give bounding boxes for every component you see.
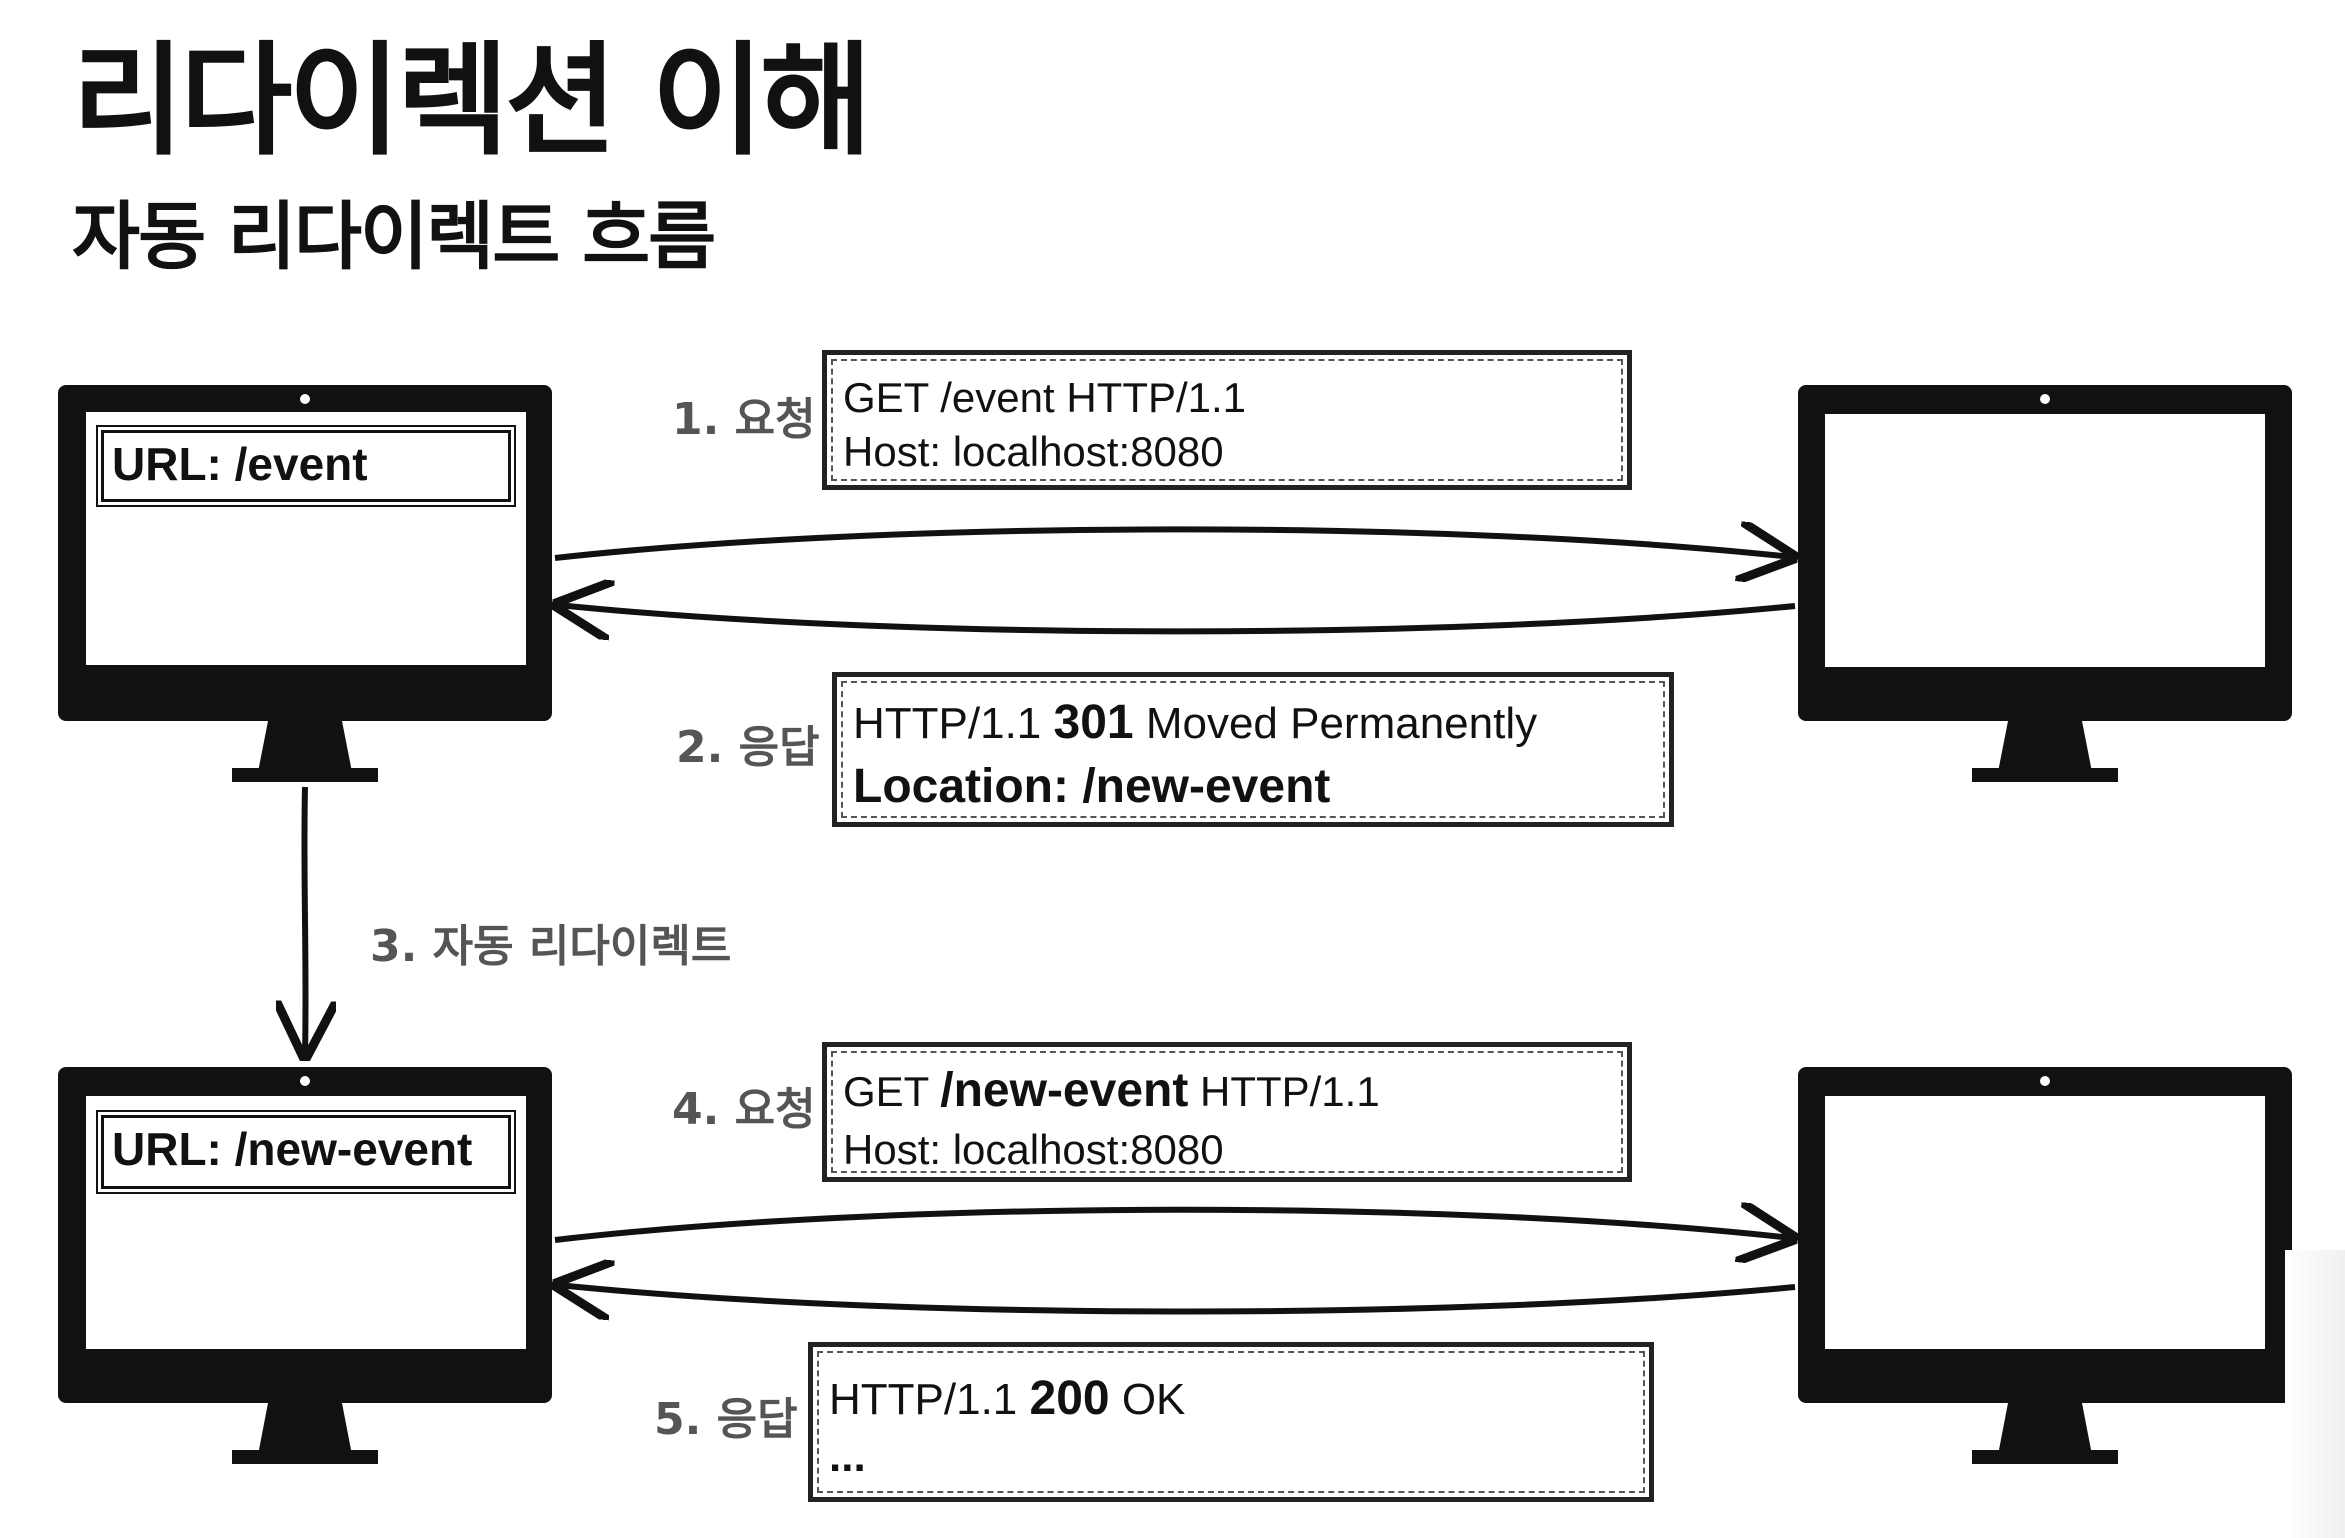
status-line: HTTP/1.1 301 Moved Permanently: [853, 699, 1537, 747]
step-1-label: 1. 요청: [672, 394, 816, 445]
step-2-label: 2. 응답: [676, 722, 820, 773]
status-line: HTTP/1.1 200 OK: [829, 1375, 1185, 1423]
status-code: 301: [1053, 696, 1134, 749]
request-line: GET /new-event HTTP/1.1: [843, 1067, 1380, 1115]
request-arrow-top: [554, 529, 1792, 558]
page-subtitle: 자동 리다이렉트 흐름: [72, 194, 716, 280]
url-display-bottom: URL: /new-event: [96, 1110, 516, 1194]
server-monitor-top: [1798, 385, 2292, 782]
status-text: OK: [1109, 1375, 1186, 1424]
status-prefix: HTTP/1.1: [853, 699, 1054, 748]
response-arrow-bottom: [558, 1285, 1796, 1312]
status-text: Moved Permanently: [1133, 699, 1538, 748]
host-header: Host: localhost:8080: [843, 1126, 1224, 1173]
status-code: 200: [1029, 1372, 1110, 1425]
protocol: HTTP/1.1: [1188, 1068, 1380, 1115]
ellipsis-body: ...: [829, 1432, 866, 1481]
response-message-1: HTTP/1.1 301 Moved Permanently Location:…: [832, 672, 1674, 827]
redirect-arrow: [304, 786, 305, 1055]
request-message-2: GET /new-event HTTP/1.1 Host: localhost:…: [822, 1042, 1632, 1182]
location-header: Location: /new-event: [853, 760, 1331, 813]
request-arrow-bottom: [554, 1210, 1792, 1240]
page-title: 리다이렉션 이해: [72, 30, 872, 172]
status-prefix: HTTP/1.1: [829, 1375, 1030, 1424]
response-message-2: HTTP/1.1 200 OK ...: [808, 1342, 1654, 1502]
corner-shade: [2285, 1250, 2345, 1538]
host-header: Host: localhost:8080: [843, 428, 1224, 475]
url-display-top: URL: /event: [96, 425, 516, 507]
step-3-label: 3. 자동 리다이렉트: [370, 921, 732, 972]
step-4-label: 4. 요청: [672, 1084, 816, 1135]
server-monitor-bottom: [1798, 1067, 2292, 1464]
request-line: GET /event HTTP/1.1: [843, 374, 1247, 421]
step-5-label: 5. 응답: [654, 1394, 798, 1445]
request-message-1: GET /event HTTP/1.1 Host: localhost:8080: [822, 350, 1632, 490]
request-path: /new-event: [940, 1064, 1189, 1117]
method: GET: [843, 1068, 941, 1115]
response-arrow-top: [558, 605, 1796, 631]
